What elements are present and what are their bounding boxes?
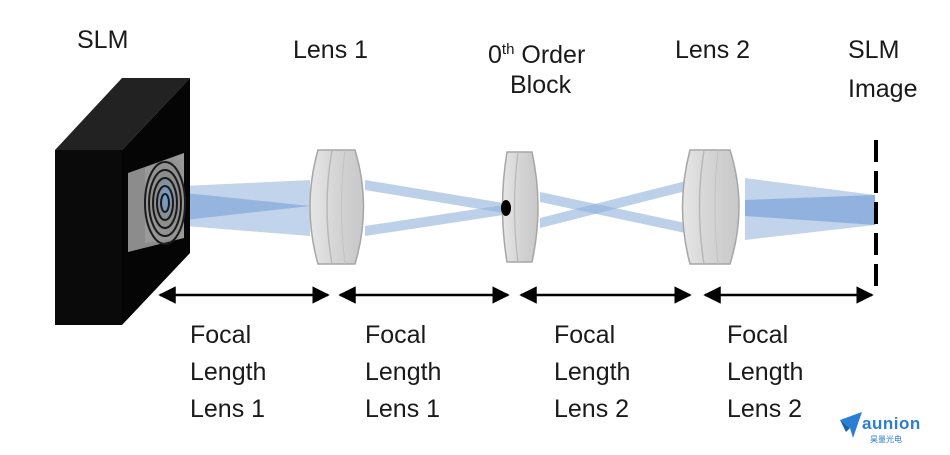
slm-fringe-pattern: [144, 161, 186, 245]
focal-label-4-line1: Focal: [727, 321, 789, 349]
focal-label-4-line2: Length: [727, 358, 804, 386]
aunion-logo: aunion 昊量光电: [838, 414, 948, 450]
order-block-line2: Block: [510, 71, 572, 99]
beam-block-to-lens2-b: [540, 180, 690, 228]
focal-label-1-line2: Length: [190, 358, 267, 386]
slm-device: [55, 78, 190, 325]
slm-image-label-line2: Image: [848, 75, 918, 103]
focal-label-1-line1: Focal: [190, 321, 252, 349]
focal-label-2-line1: Focal: [365, 321, 427, 349]
order-block-line1-rest: Order: [514, 41, 586, 69]
beam-lens1-to-block-b: [365, 204, 510, 236]
focal-label-3-line1: Focal: [554, 321, 616, 349]
zero-order-block-dot: [501, 200, 511, 216]
focal-label-2-line3: Lens 1: [365, 395, 441, 423]
focal-label-3-line3: Lens 2: [554, 395, 630, 423]
focal-label-3: Focal Length Lens 2: [554, 317, 630, 428]
focal-label-1: Focal Length Lens 1: [190, 317, 266, 428]
slm-body-top: [55, 78, 190, 150]
lens1-label: Lens 1: [293, 36, 369, 64]
order-block-zero: 0: [488, 41, 502, 69]
lens-1: [309, 149, 365, 265]
lens2-label: Lens 2: [675, 36, 751, 64]
order-block-label: 0th Order: [488, 31, 585, 74]
slm-body-front: [55, 150, 122, 325]
aunion-logo-icon: [840, 412, 862, 438]
focal-label-3-line2: Length: [554, 358, 631, 386]
beam-slm-core: [185, 193, 310, 220]
focal-label-2: Focal Length Lens 1: [365, 317, 441, 428]
beam-block-to-lens2-a: [540, 192, 690, 234]
focal-label-4: Focal Length Lens 2: [727, 317, 803, 428]
order-block-superscript: th: [501, 41, 515, 58]
slm-screen-face: [145, 153, 184, 243]
aunion-logo-text: aunion: [862, 414, 921, 433]
slm-label: SLM: [77, 26, 129, 54]
aunion-logo-subtext: 昊量光电: [870, 435, 902, 444]
focal-label-2-line2: Length: [365, 358, 442, 386]
focal-label-4-line3: Lens 2: [727, 395, 803, 423]
slm-image-label-line1: SLM: [848, 36, 900, 64]
beam-slm-to-lens1: [185, 180, 310, 236]
beam-image-core: [745, 195, 875, 225]
zero-order-block: [501, 151, 539, 263]
focal-label-1-line3: Lens 1: [190, 395, 266, 423]
beam-lens1-to-block-a: [365, 180, 510, 214]
beam-paths: [185, 178, 875, 240]
lens-2: [681, 149, 740, 265]
